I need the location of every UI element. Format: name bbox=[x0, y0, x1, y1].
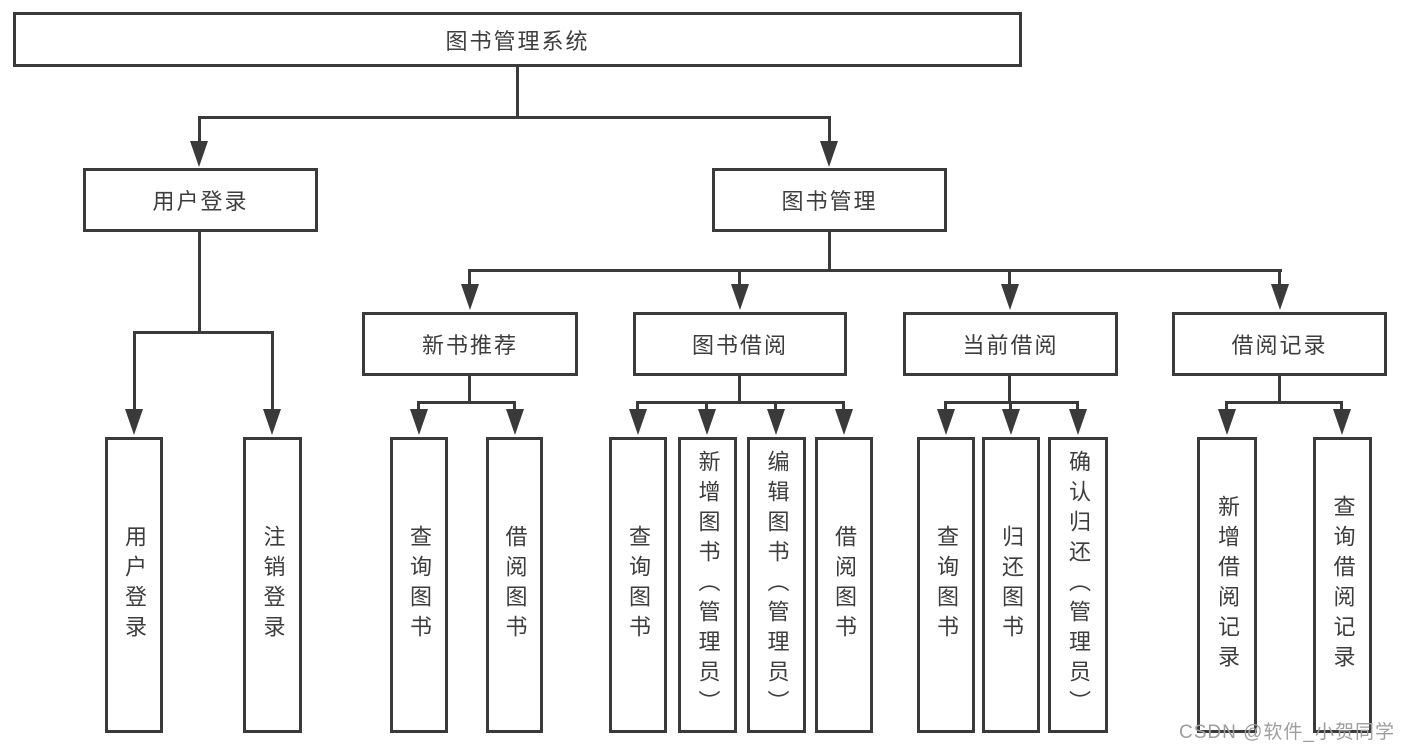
node-user-login: 用户登录 bbox=[83, 168, 318, 232]
arrowhead-current-borrow bbox=[1001, 284, 1019, 310]
csdn-watermark: CSDN @软件_小贺同学 bbox=[1179, 722, 1395, 743]
arrowhead-current-query-books bbox=[937, 409, 955, 435]
connector-rec-query-books-drop bbox=[417, 401, 420, 412]
connector-borrow-records-stem bbox=[1278, 376, 1281, 403]
connector-book-management-hline bbox=[468, 269, 1282, 272]
leaf-user-login-label: 用户登录 bbox=[122, 525, 147, 645]
node-current-borrow-label: 当前借阅 bbox=[962, 333, 1059, 358]
arrowhead-rec-query-books bbox=[410, 409, 428, 435]
arrowhead-current-return-books bbox=[1002, 409, 1020, 435]
arrowhead-current-confirm-return bbox=[1069, 409, 1087, 435]
leaf-borrow-edit-books-admin-label: 编辑图书（管理员） bbox=[764, 450, 790, 720]
connector-leaf-logout-drop bbox=[271, 331, 274, 410]
connector-book-borrow-drop bbox=[738, 269, 741, 285]
arrowhead-user-login bbox=[190, 141, 208, 167]
connector-book-management-drop bbox=[828, 116, 831, 142]
leaf-logout: 注销登录 bbox=[243, 437, 302, 733]
leaf-current-confirm-return-admin: 确认归还（管理员） bbox=[1048, 437, 1108, 733]
arrowhead-borrow-borrow-books bbox=[835, 409, 853, 435]
connector-new-book-recommend-drop bbox=[468, 269, 471, 285]
node-current-borrow: 当前借阅 bbox=[903, 312, 1118, 376]
connector-book-management-stem bbox=[828, 232, 831, 271]
node-borrow-records: 借阅记录 bbox=[1172, 312, 1387, 376]
leaf-rec-borrow-books: 借阅图书 bbox=[486, 437, 543, 733]
connector-current-query-books-drop bbox=[944, 401, 947, 412]
node-new-book-recommend: 新书推荐 bbox=[362, 312, 578, 376]
arrowhead-records-query-record bbox=[1333, 409, 1351, 435]
connector-user-login-drop bbox=[198, 116, 201, 142]
leaf-records-add-record-label: 新增借阅记录 bbox=[1215, 495, 1240, 675]
connector-root-stem bbox=[516, 67, 519, 117]
node-book-borrow: 图书借阅 bbox=[633, 312, 847, 376]
connector-records-query-record-drop bbox=[1340, 401, 1343, 412]
connector-borrow-edit-books-drop bbox=[774, 401, 777, 412]
node-book-borrow-label: 图书借阅 bbox=[691, 333, 788, 358]
connector-current-borrow-stem bbox=[1008, 376, 1011, 403]
arrowhead-new-book-recommend bbox=[461, 284, 479, 310]
leaf-borrow-borrow-books-label: 借阅图书 bbox=[832, 525, 857, 645]
connector-borrow-query-books-drop bbox=[636, 401, 639, 412]
connector-new-book-recommend-hline bbox=[418, 401, 515, 404]
leaf-borrow-query-books-label: 查询图书 bbox=[626, 525, 651, 645]
connector-current-confirm-return-drop bbox=[1076, 401, 1079, 412]
node-book-management: 图书管理 bbox=[712, 168, 947, 232]
arrowhead-borrow-add-books bbox=[698, 409, 716, 435]
leaf-records-query-record-label: 查询借阅记录 bbox=[1330, 495, 1356, 675]
node-new-book-recommend-label: 新书推荐 bbox=[421, 333, 518, 358]
connector-current-return-books-drop bbox=[1009, 401, 1012, 412]
connector-borrow-records-drop bbox=[1278, 269, 1281, 285]
leaf-current-query-books-label: 查询图书 bbox=[934, 525, 959, 645]
node-book-management-label: 图书管理 bbox=[781, 189, 878, 214]
connector-book-borrow-hline bbox=[637, 401, 844, 404]
connector-user-login-stem bbox=[198, 232, 201, 333]
leaf-records-query-record: 查询借阅记录 bbox=[1313, 437, 1372, 733]
leaf-current-confirm-return-admin-label: 确认归还（管理员） bbox=[1066, 450, 1091, 720]
leaf-current-return-books-label: 归还图书 bbox=[999, 525, 1024, 645]
connector-new-book-recommend-stem bbox=[468, 376, 471, 403]
arrowhead-borrow-edit-books bbox=[767, 409, 785, 435]
connector-root-hline bbox=[198, 116, 831, 119]
node-root: 图书管理系统 bbox=[13, 12, 1022, 67]
arrowhead-book-borrow bbox=[731, 284, 749, 310]
connector-user-login-hline bbox=[134, 331, 273, 334]
leaf-rec-query-books: 查询图书 bbox=[390, 437, 448, 733]
leaf-borrow-add-books-admin-label: 新增图书（管理员） bbox=[695, 450, 721, 720]
connector-rec-borrow-books-drop bbox=[513, 401, 516, 412]
arrowhead-borrow-query-books bbox=[629, 409, 647, 435]
connector-borrow-borrow-books-drop bbox=[842, 401, 845, 412]
arrowhead-leaf-user-login bbox=[125, 409, 143, 435]
node-root-label: 图书管理系统 bbox=[445, 28, 590, 54]
arrowhead-borrow-records bbox=[1271, 284, 1289, 310]
leaf-borrow-edit-books-admin: 编辑图书（管理员） bbox=[747, 437, 806, 733]
connector-borrow-records-hline bbox=[1225, 401, 1342, 404]
leaf-borrow-query-books: 查询图书 bbox=[609, 437, 667, 733]
leaf-rec-query-books-label: 查询图书 bbox=[407, 525, 432, 645]
leaf-current-query-books: 查询图书 bbox=[917, 437, 975, 733]
arrowhead-leaf-logout bbox=[263, 409, 281, 435]
connector-book-borrow-stem bbox=[738, 376, 741, 403]
node-user-login-label: 用户登录 bbox=[152, 189, 249, 214]
arrowhead-records-add-record bbox=[1218, 409, 1236, 435]
arrowhead-rec-borrow-books bbox=[506, 409, 524, 435]
connector-records-add-record-drop bbox=[1225, 401, 1228, 412]
leaf-records-add-record: 新增借阅记录 bbox=[1197, 437, 1257, 733]
leaf-borrow-add-books-admin: 新增图书（管理员） bbox=[678, 437, 737, 733]
leaf-rec-borrow-books-label: 借阅图书 bbox=[502, 525, 528, 645]
leaf-logout-label: 注销登录 bbox=[260, 525, 286, 645]
connector-borrow-add-books-drop bbox=[705, 401, 708, 412]
leaf-user-login: 用户登录 bbox=[105, 437, 163, 733]
leaf-current-return-books: 归还图书 bbox=[982, 437, 1040, 733]
node-borrow-records-label: 借阅记录 bbox=[1231, 333, 1328, 358]
arrowhead-book-management bbox=[820, 141, 838, 167]
leaf-borrow-borrow-books: 借阅图书 bbox=[815, 437, 873, 733]
connector-leaf-user-login-drop bbox=[133, 331, 136, 410]
connector-current-borrow-drop bbox=[1008, 269, 1011, 285]
